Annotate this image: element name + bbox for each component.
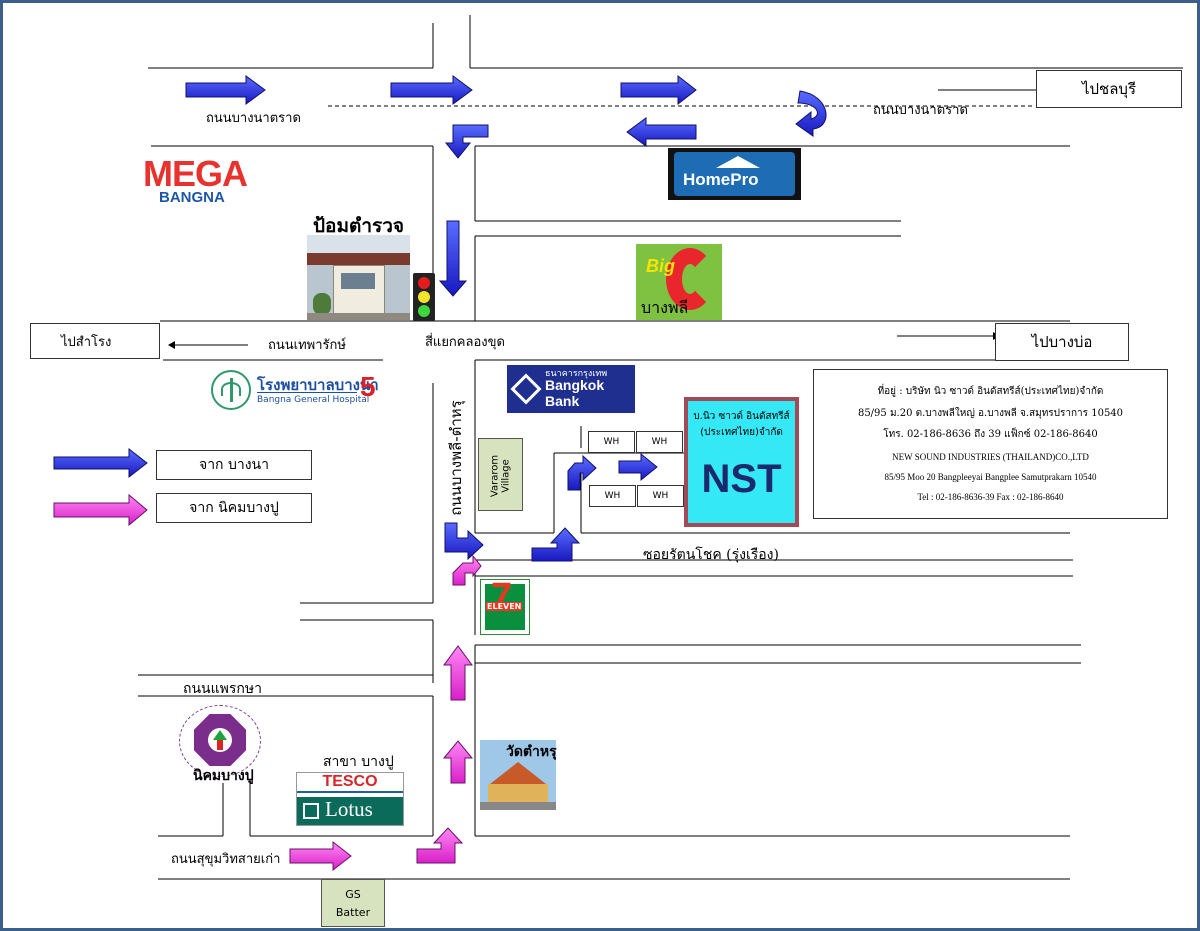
destination-bang-bo: ไปบางบ่อ bbox=[995, 323, 1129, 361]
tesco-lotus-logo: TESCO Lotus bbox=[296, 772, 404, 826]
homepro-text: HomePro bbox=[683, 170, 759, 189]
nikhom-bangpu-label: นิคมบางปู bbox=[193, 768, 254, 784]
police-box-photo bbox=[307, 235, 410, 320]
hospital-emblem-icon bbox=[211, 370, 251, 410]
address-th-line-3: โทร. 02-186-8636 ถึง 39 แฟ็กซ์ 02-186-86… bbox=[883, 429, 1098, 440]
bangkok-bank-logo: ธนาคารกรุงเทพ Bangkok Bank bbox=[507, 365, 635, 413]
address-en-line-3: Tel : 02-186-8636-39 Fax : 02-186-8640 bbox=[917, 492, 1064, 502]
homepro-logo: HomePro bbox=[668, 148, 801, 200]
mega-text: MEGA bbox=[143, 153, 248, 194]
bank-name-en-2: Bank bbox=[545, 393, 580, 409]
vararom-village: Vararom Village bbox=[478, 438, 523, 511]
road-label-theparak: ถนนเทพารักษ์ bbox=[268, 338, 346, 353]
seven-icon: 7 bbox=[491, 576, 513, 618]
address-en-line-1: NEW SOUND INDUSTRIES (THAILAND)CO.,LTD bbox=[892, 452, 1089, 462]
lotus-flower-icon bbox=[303, 803, 319, 819]
road-label-bangna-trat-west: ถนนบางนาตราด bbox=[206, 111, 301, 126]
company-address-box: ที่อยู่ : บริษัท นิว ซาวด์ อินดัสทรีส์(ป… bbox=[813, 369, 1168, 519]
lotus-branch-label: สาขา บางปู bbox=[323, 754, 394, 770]
hospital-name-en: Bangna General Hospital bbox=[257, 395, 370, 405]
seven-eleven-text: ELEVEN bbox=[486, 602, 523, 611]
wat-tamru-label: วัดตำหรุ bbox=[506, 744, 557, 760]
wat-tamru-photo bbox=[480, 740, 556, 810]
road-label-bangphli-tamru: ถนนบางพลี-ตำหรุ bbox=[447, 400, 465, 516]
warehouse-3: WH bbox=[589, 485, 636, 507]
warehouse-2: WH bbox=[636, 431, 683, 453]
gs-battery-building: GS Batter bbox=[321, 879, 385, 927]
road-network bbox=[53, 15, 1183, 880]
pink-route-arrows bbox=[53, 493, 482, 872]
warehouse-4: WH bbox=[637, 485, 684, 507]
lotus-text: Lotus bbox=[325, 797, 373, 821]
gs-text-2: Batter bbox=[335, 906, 371, 919]
legend-blue-label: จาก บางนา bbox=[156, 450, 312, 480]
nst-company-name-th-2: (ประเทศไทย)จำกัด bbox=[700, 427, 783, 438]
warehouse-1: WH bbox=[588, 431, 635, 453]
mega-bangna-logo: MEGA BANGNA bbox=[143, 153, 273, 213]
bigc-logo: Big บางพลี bbox=[636, 244, 722, 320]
bigc-text: Big bbox=[646, 256, 675, 276]
tesco-text: TESCO bbox=[297, 773, 403, 793]
legend-pink-label: จาก นิคมบางปู bbox=[156, 493, 312, 523]
road-label-bangna-trat-east: ถนนบางนาตราด bbox=[873, 103, 968, 118]
road-label-phraeksa: ถนนแพรกษา bbox=[183, 681, 262, 697]
address-en-line-2: 85/95 Moo 20 Bangpleeyai Bangplee Samutp… bbox=[884, 472, 1097, 482]
seven-eleven-logo: 7 ELEVEN bbox=[480, 576, 530, 635]
nikhom-bangpu-emblem bbox=[179, 705, 261, 777]
road-label-khlong-khut: สี่แยกคลองขุด bbox=[425, 335, 505, 350]
hospital-number: 5 bbox=[360, 371, 376, 402]
blue-route-arrows bbox=[53, 74, 827, 562]
police-box-label: ป้อมตำรวจ bbox=[313, 215, 405, 237]
bank-name-th: ธนาคารกรุงเทพ bbox=[545, 369, 608, 379]
arrow-up-icon bbox=[213, 730, 227, 740]
hospital-name-th: โรงพยาบาลบางนา bbox=[257, 376, 379, 394]
road-label-soi-rattanachok: ซอยรัตนโชค (รุ่งเรือง) bbox=[643, 547, 779, 563]
bank-name-en-1: Bangkok bbox=[545, 377, 605, 393]
destination-samrong: ไปสำโรง bbox=[30, 323, 160, 359]
gs-text-1: GS bbox=[345, 888, 361, 901]
house-roof-icon bbox=[716, 156, 760, 168]
address-th-line-2: 85/95 ม.20 ต.บางพลีใหญ่ อ.บางพลี จ.สมุทร… bbox=[857, 408, 1124, 419]
nst-company-name-th-1: บ.นิว ซาวด์ อินดัสทรีส์ bbox=[693, 411, 790, 422]
destination-chonburi: ไปชลบุรี bbox=[1036, 70, 1182, 108]
village-name-line-2: Village bbox=[500, 459, 512, 493]
address-th-line-1: ที่อยู่ : บริษัท นิว ซาวด์ อินดัสทรีส์(ป… bbox=[877, 386, 1104, 397]
bigc-branch-text: บางพลี bbox=[641, 298, 689, 317]
traffic-light-icon bbox=[413, 273, 435, 321]
bank-emblem-icon bbox=[510, 373, 542, 405]
village-name-line-1: Vararom bbox=[489, 454, 501, 498]
nst-logo: NST bbox=[701, 457, 782, 501]
road-label-sukhumvit-old: ถนนสุขุมวิทสายเก่า bbox=[171, 852, 281, 867]
nst-company-building: บ.นิว ซาวด์ อินดัสทรีส์ (ประเทศไทย)จำกัด… bbox=[684, 397, 799, 527]
village-name: Vararom Village bbox=[490, 439, 512, 514]
mega-bangna-text: BANGNA bbox=[159, 189, 225, 206]
